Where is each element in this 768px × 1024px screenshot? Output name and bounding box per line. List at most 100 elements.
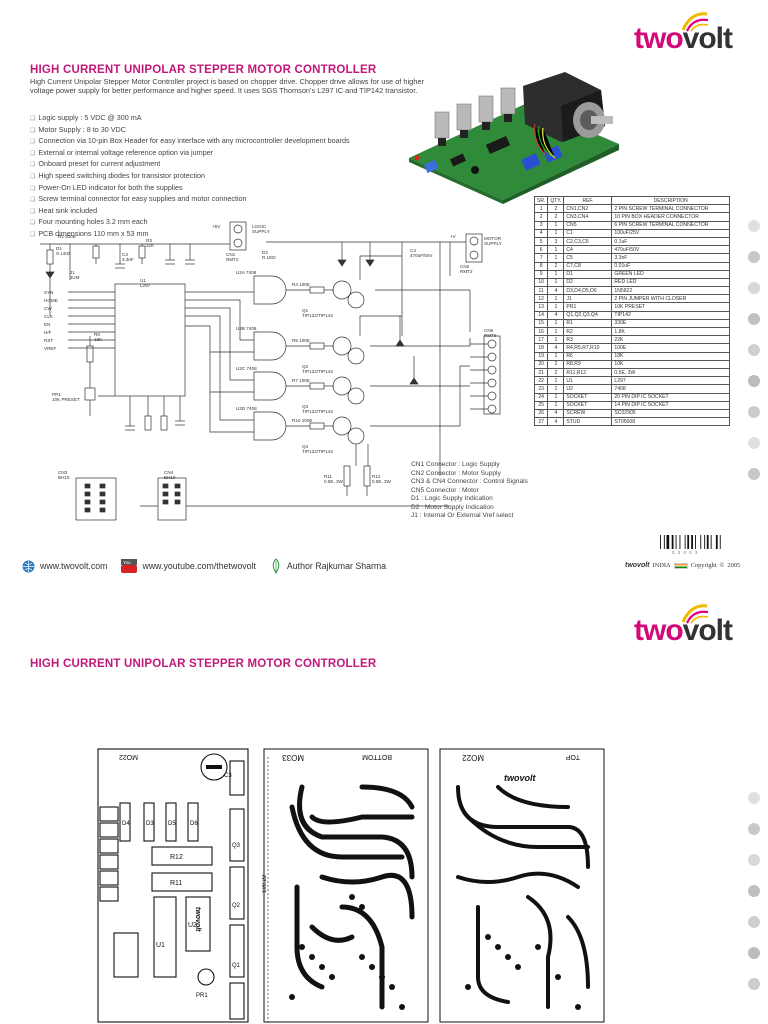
table-cell: D3,D4,D5,D6 (563, 286, 613, 296)
table-cell: 4 (547, 286, 565, 296)
feature-item: Power-On LED indicator for both the supp… (30, 183, 350, 195)
page-dot (748, 468, 760, 480)
feature-item: Onboard preset for current adjustment (30, 159, 350, 171)
pcb-label-c3: C3 (224, 773, 232, 779)
signal-home: HOME (44, 298, 58, 303)
svg-text:You: You (123, 560, 131, 565)
barcode-bar (687, 535, 690, 549)
table-cell: 14 (533, 310, 549, 320)
pcb-label-d4: D4 (122, 821, 130, 827)
copyright-brand: twovolt (625, 562, 650, 569)
features-list: Logic supply : 5 VDC @ 300 mA Motor Supp… (30, 113, 350, 241)
table-cell: PR1 (563, 302, 613, 312)
table-cell: 1 (547, 294, 565, 304)
table-cell: 20 PIN DIP IC SOCKET (611, 392, 730, 402)
table-cell: 15 (533, 318, 549, 329)
page-dot (748, 313, 760, 325)
pcb-component-layout: MO22 R12 R11 U1 U2 twovolt D4 D3 D5 D6 Q… (97, 748, 249, 1023)
feature-item: PCB dimensions 110 mm x 53 mm (30, 229, 350, 241)
table-cell: 24 (533, 392, 549, 402)
table-cell: 5 (533, 236, 549, 247)
table-cell: 9 (533, 269, 549, 279)
table-cell: 1 (547, 220, 565, 230)
table-cell: C2,C3,C6 (563, 236, 613, 247)
table-cell: R1 (563, 318, 613, 329)
table-cell: 23 (533, 384, 549, 394)
pcb-label-r11: R11 (170, 880, 182, 887)
document-page-2: twovolt HIGH CURRENT UNIPOLAR STEPPER MO… (0, 592, 768, 1024)
barcode-bar (666, 535, 670, 549)
table-cell: CN1,CN2 (563, 204, 613, 214)
table-cell: SCREW (563, 408, 613, 419)
table-cell: 21 (533, 367, 549, 378)
page-dot (748, 220, 760, 232)
signal-cw: CW (44, 306, 52, 311)
website-link[interactable]: www.twovolt.com (22, 560, 107, 573)
table-cell: U2 (563, 384, 613, 394)
page-dot (748, 344, 760, 356)
table-cell: 1 (547, 245, 565, 255)
youtube-link[interactable]: You www.youtube.com/thetwovolt (121, 559, 256, 573)
signal-hf: H/F (44, 330, 52, 335)
table-cell: TIP142 (611, 310, 730, 320)
table-cell: 16 (533, 326, 549, 337)
barcode-bar (706, 535, 709, 549)
table-cell: CN5 (563, 220, 613, 230)
table-cell: L297 (611, 376, 730, 386)
table-cell: 6 PIN SCREW TERMINAL CONNECTOR (611, 220, 730, 230)
pcb-bottom-layer: MO33 BOTTOM 109.22 (262, 748, 429, 1023)
table-cell: C7,C8 (563, 261, 613, 271)
table-cell: 3 (533, 220, 549, 230)
barcode-bar (700, 535, 702, 549)
feature-item: Screw terminal connector for easy suppli… (30, 194, 350, 206)
table-cell: 1.8K (611, 326, 730, 337)
label-r10: R10 100E (292, 418, 312, 423)
table-cell: R2 (563, 326, 613, 337)
table-cell: 18 (533, 343, 549, 353)
pcb-label-pr1: PR1 (196, 993, 208, 999)
table-cell: 1 (547, 400, 565, 410)
pcb-label-d5: D5 (168, 821, 176, 827)
table-cell: 1N5822 (611, 286, 730, 296)
table-cell: 20 (533, 359, 549, 369)
table-cell: 17 (533, 335, 549, 345)
table-cell: CN3,CN4 (563, 212, 613, 222)
table-cell: R8,R9 (563, 359, 613, 369)
table-cell: R11,R12 (563, 367, 613, 378)
table-cell: 100E (611, 343, 730, 353)
table-cell: SC02905 (611, 408, 730, 419)
table-cell: R4,R5,R7,R10 (563, 343, 613, 353)
table-cell: 1 (547, 318, 565, 329)
table-cell: 3.3nF (611, 253, 730, 263)
table-cell: 12 (533, 294, 549, 304)
pcb-top-id: MO22 (462, 753, 484, 762)
signal-vref: VREF (44, 346, 56, 351)
author-credit: Author Rajkumar Sharma (270, 558, 386, 574)
label-u2b: U2B 7408 (236, 326, 257, 331)
table-cell: 4 (547, 310, 565, 320)
table-cell: 3 (547, 236, 565, 247)
table-cell: 470uF/50V (611, 245, 730, 255)
pcb-board-id: MO22 (119, 753, 138, 760)
table-cell: 1 (547, 326, 565, 337)
table-cell: 100uF/25V (611, 228, 730, 238)
pcb-label-q1: Q1 (232, 963, 241, 969)
legend-line: CN2 Connector : Motor Supply (411, 469, 501, 477)
table-cell: 18K (611, 351, 730, 361)
table-cell: 4 (533, 228, 549, 238)
table-cell: 7408 (611, 384, 730, 394)
label-r1: R1 330E (58, 234, 76, 239)
feature-item: Motor Supply : 8 to 30 VDC (30, 125, 350, 137)
table-cell: 0.01uF (611, 261, 730, 271)
